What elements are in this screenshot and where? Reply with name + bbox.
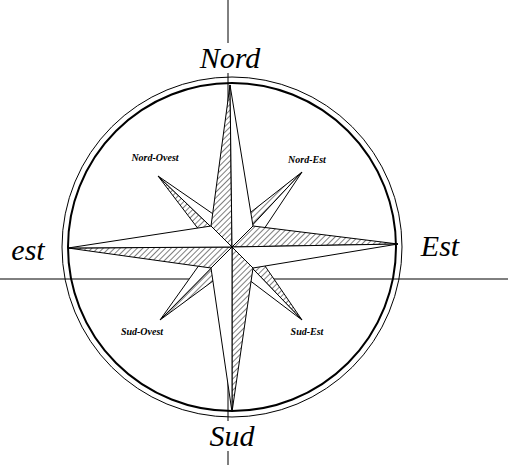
star-facet bbox=[232, 247, 253, 412]
direction-label: est bbox=[8, 235, 47, 265]
intercardinal-label: Nord-Ovest bbox=[131, 153, 178, 163]
intercardinal-label: Sud-Est bbox=[291, 327, 324, 337]
star-facet bbox=[211, 85, 232, 247]
outer-ring bbox=[62, 77, 402, 417]
intercardinal-label: Sud-Ovest bbox=[121, 327, 163, 337]
main-star bbox=[68, 85, 398, 412]
star-facet bbox=[232, 244, 398, 268]
star-facet bbox=[68, 226, 232, 248]
star-facet bbox=[230, 85, 253, 247]
intercardinal-label: Nord-Est bbox=[288, 155, 326, 165]
direction-label: Sud bbox=[207, 421, 258, 451]
star-facet bbox=[68, 247, 232, 268]
direction-label: Est bbox=[418, 231, 462, 261]
direction-label: Nord bbox=[197, 43, 264, 73]
star-facet bbox=[232, 226, 398, 247]
star-facet bbox=[211, 247, 232, 412]
